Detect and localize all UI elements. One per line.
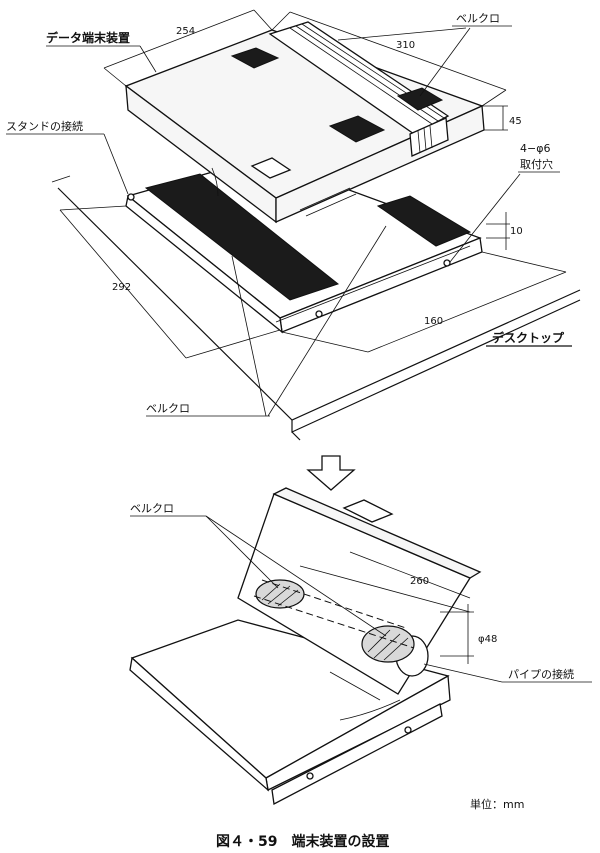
label-velcro-lower: ベルクロ (130, 502, 387, 637)
dimension-45: 45 (482, 105, 522, 131)
velcro-lower-label: ベルクロ (130, 502, 174, 515)
top-illustration: 254 310 45 10 292 (6, 9, 581, 441)
mounting-holes-label: 取付穴 (520, 157, 553, 171)
stand-connection-label: スタンドの接続 (6, 119, 83, 133)
velcro-mid-label: ベルクロ (146, 402, 190, 415)
dimension-160: 160 (281, 251, 567, 353)
bottom-illustration: 260 φ48 ベルクロ パイプの接続 単位：mm (129, 487, 592, 811)
terminal-body (124, 21, 485, 224)
unit-label: 単位：mm (470, 797, 524, 811)
tilted-terminal (237, 487, 482, 695)
label-terminal: データ端末装置 (46, 30, 157, 73)
velcro-strip (144, 173, 340, 301)
desktop-surface (51, 175, 581, 441)
dim-160-label: 160 (424, 316, 443, 327)
dimension-48: φ48 (440, 604, 497, 664)
dimension-10: 10 (486, 212, 523, 250)
label-velcro-top: ベルクロ (337, 12, 512, 97)
dimension-254: 254 (103, 9, 273, 87)
label-desktop: デスクトップ (486, 330, 572, 347)
dim-10-label: 10 (510, 226, 523, 237)
label-stand-connection: スタンドの接続 (6, 119, 129, 195)
velcro-pad (396, 87, 444, 111)
dimension-292: 292 (59, 205, 281, 359)
pipe-connection-label: パイプの接続 (508, 667, 574, 681)
dim-292-label: 292 (112, 282, 131, 293)
label-velcro-mid: ベルクロ (146, 225, 387, 417)
dimension-260: 260 (299, 551, 471, 613)
dim-260-label: 260 (410, 576, 429, 587)
mounting-hole (127, 193, 135, 201)
label-pipe-connection: パイプの接続 (423, 663, 592, 683)
mounting-hole (404, 726, 412, 734)
terminal-label: データ端末装置 (46, 30, 130, 45)
velcro-pad (328, 115, 386, 143)
velcro-pad (230, 47, 280, 69)
desktop-label: デスクトップ (492, 330, 565, 345)
label-mounting-holes: 4−φ6 取付穴 (449, 142, 560, 263)
velcro-strip (376, 195, 472, 247)
stand-plate (125, 157, 483, 334)
figure-caption: 図４・59 端末装置の設置 (216, 833, 389, 850)
mounting-hole (443, 259, 451, 267)
dim-48-label: φ48 (478, 634, 497, 645)
dimension-310: 310 (271, 11, 507, 107)
mounting-hole (306, 772, 314, 780)
velcro-top-label: ベルクロ (456, 12, 500, 25)
dim-45-label: 45 (509, 116, 522, 127)
mounting-holes-spec: 4−φ6 (520, 142, 550, 155)
down-arrow-icon (306, 455, 356, 491)
dim-310-label: 310 (396, 40, 415, 51)
mounting-hole (315, 310, 323, 318)
dim-254-label: 254 (176, 26, 195, 37)
